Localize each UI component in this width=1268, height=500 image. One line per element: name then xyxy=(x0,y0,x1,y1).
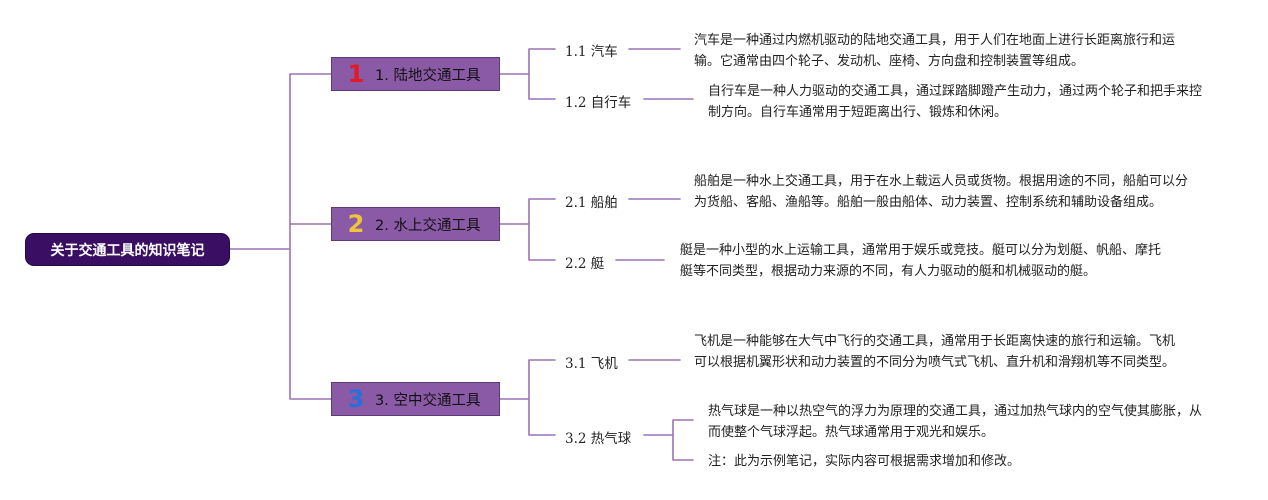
branch-title: 1. 陆地交通工具 xyxy=(375,67,481,84)
priority-2-icon: 2 xyxy=(347,210,365,238)
branch-title: 2. 水上交通工具 xyxy=(375,217,481,234)
note-airplane: 飞机是一种能够在大气中飞行的交通工具，通常用于长距离快速的旅行和运输。飞机可以根… xyxy=(694,334,1176,370)
note-boat: 艇是一种小型的水上运输工具，通常用于娱乐或竞技。艇可以分为划艇、帆船、摩托艇等不… xyxy=(680,243,1162,279)
note-disclaimer: 注：此为示例笔记，实际内容可根据需求增加和修改。 xyxy=(708,454,1021,469)
subtopic-ship[interactable]: 2.1 船舶 xyxy=(565,195,618,211)
note-hot-air-balloon: 热气球是一种以热空气的浮力为原理的交通工具，通过加热气球内的空气使其膨胀，从而使… xyxy=(708,404,1203,440)
branch-title: 3. 空中交通工具 xyxy=(375,392,481,409)
note-bicycle: 自行车是一种人力驱动的交通工具，通过踩踏脚蹬产生动力，通过两个轮子和把手来控制方… xyxy=(708,84,1203,120)
priority-3-icon: 3 xyxy=(347,385,365,413)
subtopic-car[interactable]: 1.1 汽车 xyxy=(565,44,618,60)
note-ship: 船舶是一种水上交通工具，用于在水上载运人员或货物。根据用途的不同，船舶可以分为货… xyxy=(694,174,1189,210)
branch-water-transport[interactable]: 2 2. 水上交通工具 xyxy=(331,207,500,241)
branch-land-transport[interactable]: 1 1. 陆地交通工具 xyxy=(331,57,500,91)
priority-1-icon: 1 xyxy=(347,60,365,88)
subtopic-hot-air-balloon[interactable]: 3.2 热气球 xyxy=(565,431,632,447)
note-car: 汽车是一种通过内燃机驱动的陆地交通工具，用于人们在地面上进行长距离旅行和运输。它… xyxy=(694,33,1176,69)
branch-air-transport[interactable]: 3 3. 空中交通工具 xyxy=(331,382,500,416)
subtopic-bicycle[interactable]: 1.2 自行车 xyxy=(565,95,632,111)
subtopic-boat[interactable]: 2.2 艇 xyxy=(565,256,605,272)
subtopic-airplane[interactable]: 3.1 飞机 xyxy=(565,356,618,372)
root-topic[interactable]: 关于交通工具的知识笔记 xyxy=(25,233,230,266)
root-title: 关于交通工具的知识笔记 xyxy=(50,242,205,259)
